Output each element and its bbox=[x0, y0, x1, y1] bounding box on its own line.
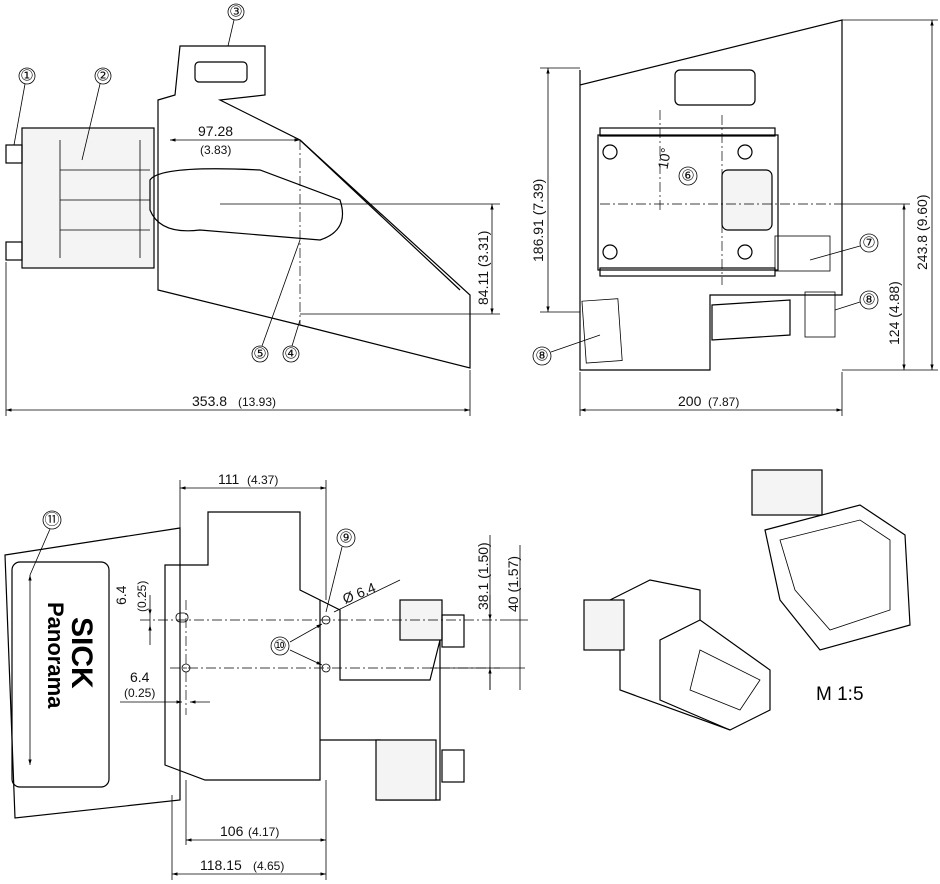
dim-side-height: 84.11 (3.31) bbox=[475, 231, 491, 305]
side-view: 97.28 (3.83) 84.11 (3.31) 353.8 (13.93) bbox=[5, 45, 500, 416]
logo-product: Panorama bbox=[43, 602, 68, 709]
dim-front-width-in: (7.87) bbox=[708, 395, 739, 409]
dim-side-depth-in: (3.83) bbox=[200, 143, 231, 157]
logo-panel bbox=[11, 561, 110, 788]
callout-6: ⑥ bbox=[681, 168, 694, 185]
isometric-view-right bbox=[751, 469, 911, 651]
top-callouts: ⑪ ⑨ ⑩ bbox=[29, 510, 356, 666]
sick-logo: SICK Panorama bbox=[43, 602, 98, 709]
dim-angle: 10° bbox=[655, 147, 674, 171]
logo-brand: SICK bbox=[65, 617, 98, 689]
dim-hole-dia: Ø 6.4 bbox=[340, 579, 378, 607]
dim-top-111-in: (4.37) bbox=[247, 473, 278, 487]
dim-front-h1: 186.91 (7.39) bbox=[530, 179, 546, 262]
dim-slot-v-in: (0.25) bbox=[135, 581, 149, 612]
callout-11: ⑪ bbox=[44, 512, 59, 529]
front-housing bbox=[579, 19, 843, 371]
dim-slot-v: 6.4 bbox=[113, 585, 129, 605]
callout-9: ⑨ bbox=[339, 530, 352, 547]
dim-side-length: 353.8 bbox=[192, 393, 227, 409]
callout-7: ⑦ bbox=[862, 235, 875, 252]
dim-front-width: 200 bbox=[678, 393, 702, 409]
top-view: SICK Panorama 111 (4.37) 6.4 (0.25) 6.4 … bbox=[4, 471, 528, 880]
dim-bottom-118-in: (4.65) bbox=[253, 859, 284, 873]
dim-front-h2: 243.8 (9.60) bbox=[914, 195, 930, 271]
scanner-body bbox=[21, 127, 155, 269]
dim-hole-38: 38.1 (1.50) bbox=[475, 542, 491, 610]
callout-8-right: ⑧ bbox=[862, 292, 875, 309]
side-callouts: ① ② ③ ④ ⑤ bbox=[13, 4, 301, 363]
dim-slot-h: 6.4 bbox=[130, 669, 150, 685]
callout-10: ⑩ bbox=[273, 638, 286, 655]
dim-front-h3: 124 (4.88) bbox=[886, 281, 902, 345]
callout-4: ④ bbox=[284, 346, 297, 363]
dim-top-111: 111 bbox=[218, 471, 239, 487]
dim-hole-40: 40 (1.57) bbox=[505, 556, 521, 612]
dim-side-depth: 97.28 bbox=[198, 123, 233, 139]
dim-bottom-106-in: (4.17) bbox=[248, 825, 279, 839]
dim-bottom-118: 118.15 bbox=[200, 857, 242, 873]
callout-2: ② bbox=[96, 68, 109, 85]
dim-side-length-in: (13.93) bbox=[238, 395, 276, 409]
bracket-top bbox=[164, 511, 321, 781]
callout-1: ① bbox=[20, 68, 33, 85]
isometric-view-left bbox=[583, 579, 771, 731]
callout-3: ③ bbox=[229, 4, 242, 21]
dim-slot-h-in: (0.25) bbox=[124, 686, 155, 700]
front-callouts: ⑥ ⑦ ⑧ ⑧ bbox=[532, 166, 879, 366]
mounting-bracket bbox=[157, 45, 471, 369]
callout-8-left: ⑧ bbox=[535, 348, 548, 365]
callout-5: ⑤ bbox=[253, 346, 266, 363]
dim-bottom-106: 106 bbox=[220, 823, 244, 839]
scale-label: M 1:5 bbox=[816, 684, 864, 705]
front-view: 186.91 (7.39) 243.8 (9.60) 124 (4.88) 10… bbox=[530, 19, 938, 416]
